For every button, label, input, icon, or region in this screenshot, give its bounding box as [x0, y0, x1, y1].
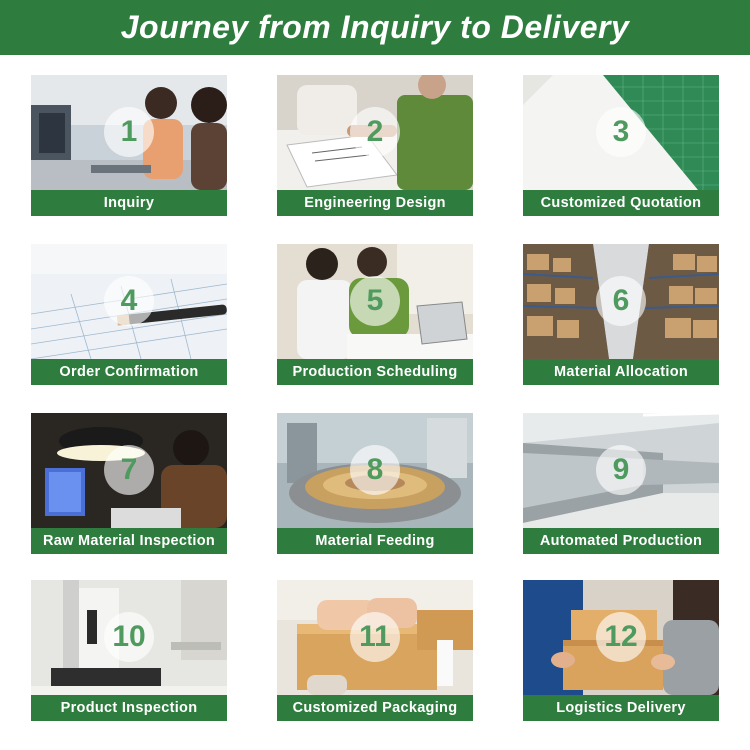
step-label: Customized Quotation	[523, 190, 719, 216]
step-label: Material Allocation	[523, 359, 719, 385]
step-tile-material-feeding: 8 Material Feeding	[277, 413, 473, 554]
step-label: Order Confirmation	[31, 359, 227, 385]
step-label: Production Scheduling	[277, 359, 473, 385]
step-tile-order-confirmation: 4 Order Confirmation	[31, 244, 227, 385]
step-label: Material Feeding	[277, 528, 473, 554]
step-number-badge: 2	[350, 107, 400, 157]
step-label: Raw Material Inspection	[31, 528, 227, 554]
step-tile-engineering-design: 2 Engineering Design	[277, 75, 473, 216]
step-tile-product-inspection: 10 Product Inspection	[31, 580, 227, 721]
photo-warehouse-shelves	[523, 244, 719, 359]
photo-call-center	[31, 75, 227, 190]
step-number-badge: 10	[104, 612, 154, 662]
step-number-badge: 5	[350, 276, 400, 326]
step-label: Customized Packaging	[277, 695, 473, 721]
title-banner: Journey from Inquiry to Delivery	[0, 0, 750, 55]
step-number-badge: 4	[104, 276, 154, 326]
step-number-badge: 7	[104, 445, 154, 495]
step-number-badge: 11	[350, 612, 400, 662]
step-number-badge: 3	[596, 107, 646, 157]
step-label: Automated Production	[523, 528, 719, 554]
step-label: Logistics Delivery	[523, 695, 719, 721]
step-label: Engineering Design	[277, 190, 473, 216]
step-number-badge: 6	[596, 276, 646, 326]
step-label: Inquiry	[31, 190, 227, 216]
step-number-badge: 1	[104, 107, 154, 157]
step-number-badge: 8	[350, 445, 400, 495]
step-tile-customized-quotation: 3 Customized Quotation	[523, 75, 719, 216]
page-title: Journey from Inquiry to Delivery	[120, 9, 630, 45]
step-number-badge: 9	[596, 445, 646, 495]
step-tile-production-scheduling: 5 Production Scheduling	[277, 244, 473, 385]
step-tile-automated-production: 9 Automated Production	[523, 413, 719, 554]
step-tile-inquiry: 1 Inquiry	[31, 75, 227, 216]
step-label: Product Inspection	[31, 695, 227, 721]
step-number-badge: 12	[596, 612, 646, 662]
step-tile-customized-packaging: 11 Customized Packaging	[277, 580, 473, 721]
step-tile-logistics-delivery: 12 Logistics Delivery	[523, 580, 719, 721]
step-tile-raw-material-inspection: 7 Raw Material Inspection	[31, 413, 227, 554]
step-tile-material-allocation: 6 Material Allocation	[523, 244, 719, 385]
